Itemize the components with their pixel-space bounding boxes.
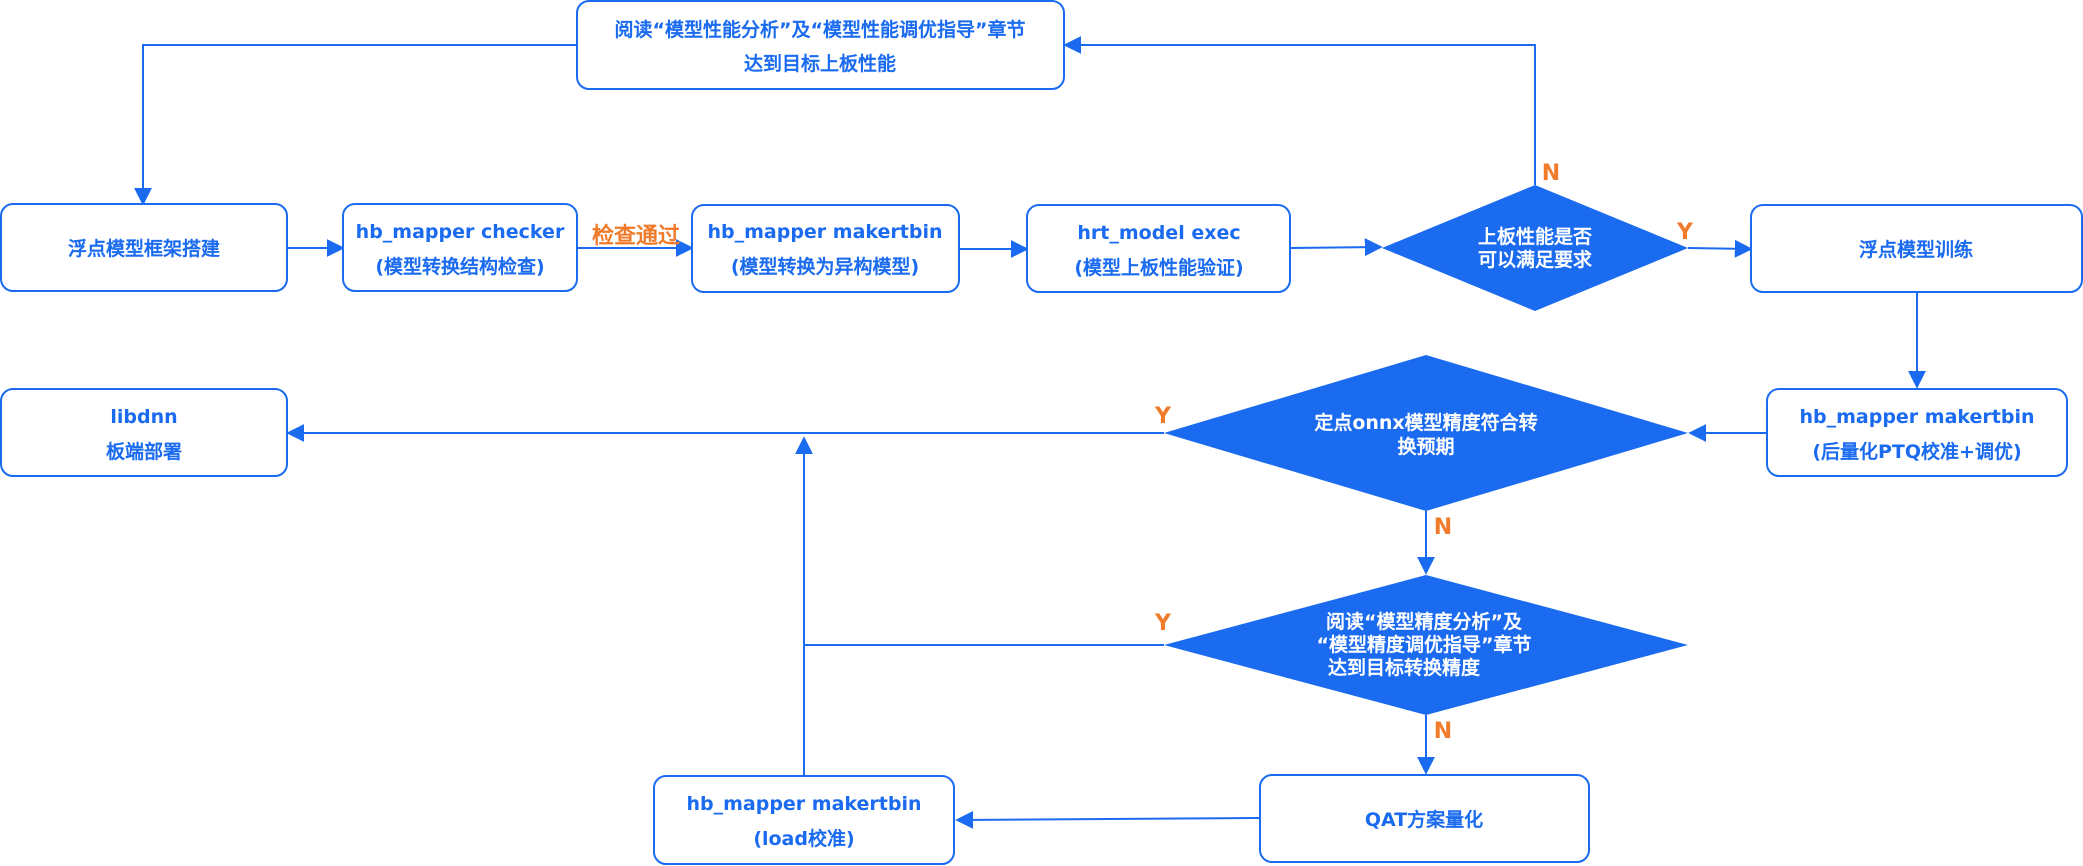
box-makertbin-load (653, 775, 955, 865)
perf-n-label: N (1542, 161, 1560, 186)
decision-diamonds (1164, 185, 1688, 715)
box-makertbin-ptq (1766, 388, 2068, 477)
load-line-1: hb_mapper makertbin (686, 793, 921, 815)
edge-labels: 检查通过 N Y Y N Y N (592, 161, 1694, 744)
box-float-train (1750, 204, 2083, 293)
edge-perf-n-to-read-perf (1063, 36, 1536, 185)
connectors (134, 36, 1926, 829)
read-acc-line-2: “模型精度调优指导”章节 (1317, 633, 1532, 656)
box-makertbin-hetero (691, 204, 960, 293)
read-perf-line-1: 阅读“模型性能分析”及“模型性能调优指导”章节 (615, 18, 1026, 41)
onnx-ok-line-2: 换预期 (1397, 435, 1454, 458)
hrt-exec-line-2: (模型上板性能验证) (1074, 256, 1243, 279)
perf-ok-line-1: 上板性能是否 (1478, 225, 1592, 248)
read-perf-line-2: 达到目标上板性能 (744, 52, 896, 75)
read-acc-line-1: 阅读“模型精度分析”及 (1326, 610, 1523, 633)
checker-line-1: hb_mapper checker (356, 221, 565, 243)
load-line-2: (load校准) (753, 827, 854, 850)
libdnn-line-2: 板端部署 (106, 440, 182, 463)
checker-line-2: (模型转换结构检查) (375, 255, 544, 278)
onnx-y-label: Y (1154, 404, 1172, 429)
qat-label: QAT方案量化 (1365, 808, 1483, 831)
box-float-build (0, 203, 288, 292)
acc-n-label: N (1434, 719, 1452, 744)
ptq-line-2: (后量化PTQ校准+调优) (1812, 440, 2021, 463)
check-pass-label: 检查通过 (592, 223, 680, 249)
box-libdnn (0, 388, 288, 477)
edge-read-perf-to-float-build (134, 44, 577, 206)
diamond-labels: 上板性能是否 可以满足要求 定点onnx模型精度符合转 换预期 阅读“模型精度分… (1314, 225, 1593, 679)
diamond-read-acc (1164, 575, 1688, 715)
box-hrt-exec (1026, 204, 1291, 293)
diamond-onnx-ok (1164, 355, 1688, 511)
onnx-ok-line-1: 定点onnx模型精度符合转 (1314, 411, 1537, 434)
diamond-perf-ok (1382, 185, 1688, 311)
edge-perf-y-to-float-train (1687, 239, 1753, 258)
libdnn-line-1: libdnn (110, 406, 177, 428)
ptq-line-1: hb_mapper makertbin (1799, 406, 2034, 428)
perf-ok-line-2: 可以满足要求 (1478, 248, 1593, 271)
perf-y-label: Y (1676, 220, 1694, 245)
box-qat (1259, 774, 1590, 863)
onnx-n-label: N (1434, 515, 1452, 540)
float-build-label: 浮点模型框架搭建 (68, 237, 220, 260)
hetero-line-1: hb_mapper makertbin (707, 221, 942, 243)
float-train-label: 浮点模型训练 (1859, 238, 1973, 261)
read-acc-line-3: 达到目标转换精度 (1328, 656, 1481, 679)
edge-qat-to-load (955, 810, 1261, 829)
box-read-perf (576, 0, 1065, 90)
hrt-exec-line-1: hrt_model exec (1077, 222, 1240, 244)
box-labels: 阅读“模型性能分析”及“模型性能调优指导”章节 达到目标上板性能 浮点模型框架搭… (68, 18, 2035, 850)
edge-hrt-to-perf-decision (1289, 238, 1383, 257)
box-checker (342, 203, 578, 292)
acc-y-label: Y (1154, 611, 1172, 636)
hetero-line-2: (模型转换为异构模型) (731, 255, 919, 278)
